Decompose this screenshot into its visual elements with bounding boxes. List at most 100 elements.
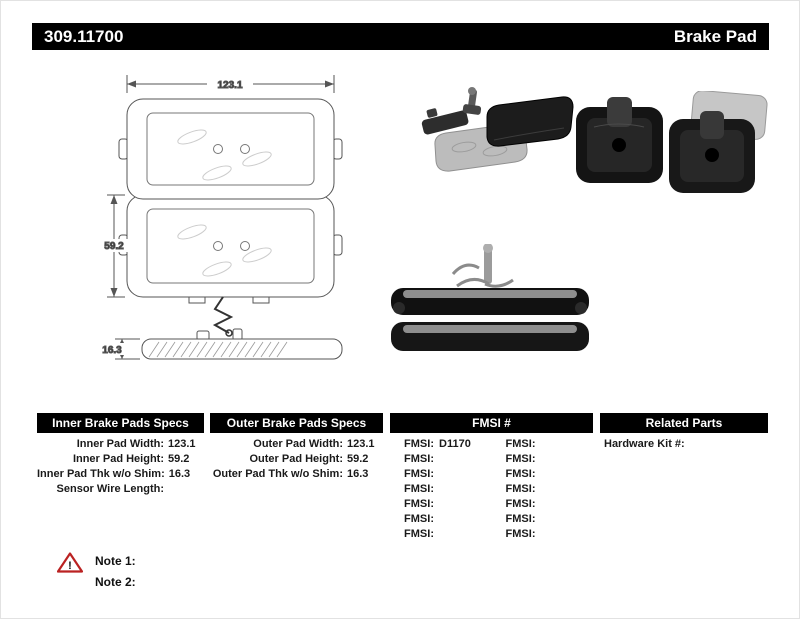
inner-specs-header: Inner Brake Pads Specs: [37, 413, 204, 433]
fmsi-value: [536, 467, 594, 482]
fmsi-label: FMSI:: [505, 513, 536, 525]
fmsi-cell: FMSI:: [390, 482, 492, 497]
product-photo-top-left: [421, 87, 574, 172]
spec-label: Outer Pad Height:: [249, 453, 343, 465]
fmsi-label: FMSI:: [505, 438, 536, 450]
watermark: [482, 145, 508, 157]
fmsi-label: FMSI:: [404, 438, 434, 450]
fmsi-label: FMSI:: [505, 453, 536, 465]
fmsi-label: FMSI:: [404, 453, 434, 465]
front-view-lower: [118, 194, 343, 304]
table-row: Outer Pad Height: 59.2: [210, 452, 383, 467]
spec-label: Inner Pad Height:: [72, 453, 164, 465]
dimension-thickness: 16.3: [97, 338, 140, 360]
fmsi-cell: FMSI:: [492, 452, 594, 467]
related-parts-header: Related Parts: [600, 413, 768, 433]
table-row: Inner Pad Height: 59.2: [37, 452, 204, 467]
fmsi-label: FMSI:: [505, 528, 536, 540]
fmsi-value: [536, 527, 594, 542]
fmsi-value: [434, 527, 492, 542]
watermark: [451, 141, 477, 153]
note-1: Note 1:: [95, 554, 136, 568]
fmsi-value: [536, 437, 594, 452]
pad-edge-upper: [391, 288, 589, 315]
pad-black-right: [669, 111, 755, 193]
table-row: Inner Pad Thk w/o Shim: 16.3: [37, 467, 204, 482]
spec-value: 16.3: [168, 468, 191, 480]
front-view-upper: [118, 98, 343, 200]
fmsi-value: [434, 452, 492, 467]
dimension-height: 59.2: [98, 194, 130, 298]
fmsi-label: FMSI:: [505, 498, 536, 510]
spec-value: 59.2: [168, 453, 190, 465]
fmsi-value: [536, 482, 594, 497]
table-row: FMSI: FMSI:: [390, 527, 593, 542]
fmsi-label: FMSI:: [404, 498, 434, 510]
fmsi-cell: FMSI:: [390, 467, 492, 482]
fmsi-cell: FMSI:: [390, 497, 492, 512]
dimension-width: 123.1: [126, 75, 335, 93]
spec-label: Inner Pad Thk w/o Shim:: [37, 468, 165, 480]
fmsi-value: [434, 497, 492, 512]
spec-value: [164, 482, 204, 497]
fmsi-label: FMSI:: [505, 483, 536, 495]
table-row: FMSI: FMSI:: [390, 497, 593, 512]
spec-value: 123.1: [347, 438, 375, 450]
fmsi-cell: FMSI:: [492, 512, 594, 527]
fmsi-value: [536, 497, 594, 512]
thickness-dim-label: 16.3: [102, 345, 122, 356]
spec-value: [685, 437, 725, 452]
pad-edge-highlight: [493, 127, 565, 141]
note-2: Note 2:: [95, 575, 136, 589]
fmsi-cell: FMSI:: [492, 482, 594, 497]
table-row: FMSI: FMSI:: [390, 482, 593, 497]
fmsi-cell: FMSI:: [390, 527, 492, 542]
pad-edge-lower: [391, 322, 589, 351]
fmsi-value: [536, 452, 594, 467]
table-row: FMSI: FMSI:: [390, 467, 593, 482]
fmsi-cell: FMSI: D1170: [390, 437, 492, 452]
technical-drawing: 123.1: [97, 75, 343, 360]
fmsi-value: [434, 482, 492, 497]
spec-label: Hardware Kit #:: [604, 438, 685, 450]
fmsi-cell: FMSI:: [492, 497, 594, 512]
fmsi-table: FMSI # FMSI: D1170 FMSI: FMSI: FMSI:: [390, 413, 593, 542]
outer-specs-table: Outer Brake Pads Specs Outer Pad Width: …: [210, 413, 383, 482]
fmsi-label: FMSI:: [404, 528, 434, 540]
fmsi-label: FMSI:: [404, 483, 434, 495]
warning-icon: !: [57, 552, 83, 573]
spec-label: Outer Pad Thk w/o Shim:: [212, 468, 343, 480]
fmsi-value: D1170: [439, 438, 471, 450]
fmsi-value: [536, 512, 594, 527]
fmsi-cell: FMSI:: [390, 452, 492, 467]
svg-text:!: !: [68, 560, 72, 572]
wear-sensor-clip: [212, 296, 234, 337]
table-row: FMSI: D1170 FMSI:: [390, 437, 593, 452]
table-row: Sensor Wire Length:: [37, 482, 204, 497]
product-type-label: Brake Pad: [673, 26, 757, 46]
width-dim-label: 123.1: [217, 80, 242, 91]
table-row: Hardware Kit #:: [600, 437, 768, 452]
guide-pin: [462, 87, 482, 115]
pad-spring-clip: [451, 244, 514, 288]
header-bar: 309.11700 Brake Pad: [32, 23, 769, 50]
fmsi-cell: FMSI:: [492, 527, 594, 542]
table-row: Outer Pad Width: 123.1: [210, 437, 383, 452]
fmsi-label: FMSI:: [404, 513, 434, 525]
table-row: Inner Pad Width: 123.1: [37, 437, 204, 452]
table-row: Outer Pad Thk w/o Shim: 16.3: [210, 467, 383, 482]
fmsi-value: [434, 467, 492, 482]
fmsi-cell: FMSI:: [492, 467, 594, 482]
abutment-clip: [421, 108, 469, 135]
fmsi-cell: FMSI:: [390, 512, 492, 527]
spec-value: 16.3: [347, 468, 369, 480]
spec-label: Sensor Wire Length:: [56, 483, 164, 495]
related-parts-table: Related Parts Hardware Kit #:: [600, 413, 768, 452]
pad-black-left: [576, 97, 663, 183]
height-dim-label: 59.2: [104, 241, 124, 252]
pad-back-side: [486, 96, 574, 147]
spec-value: 123.1: [168, 438, 196, 450]
fmsi-cell: FMSI:: [492, 437, 594, 452]
fmsi-label: FMSI:: [404, 468, 434, 480]
